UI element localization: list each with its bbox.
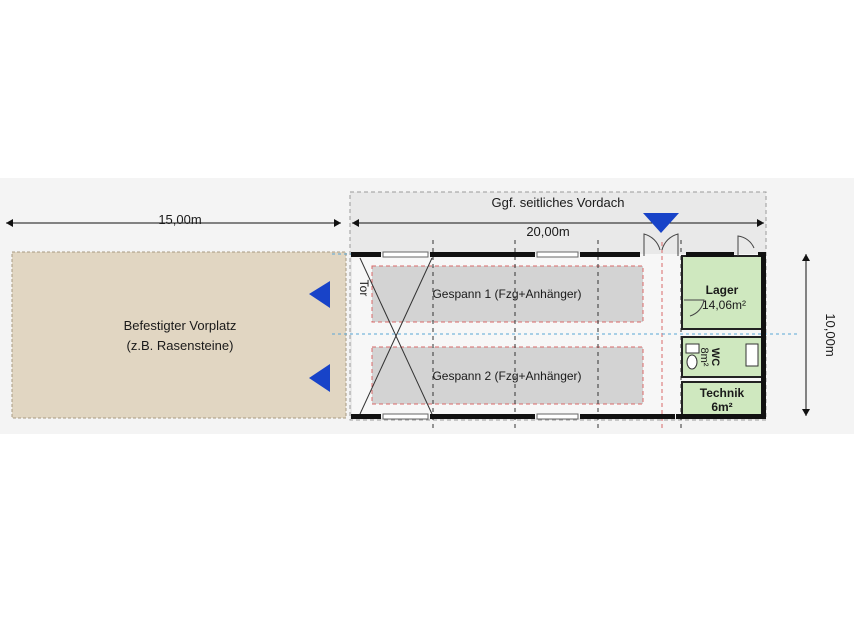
- gate-cross: [359, 257, 433, 415]
- room-technik-name: Technik: [700, 386, 745, 400]
- building-length-dimension: [352, 219, 764, 227]
- forecourt-area: [11, 251, 347, 419]
- room-lager-area: 14,06m²: [702, 298, 746, 312]
- canopy-label: Ggf. seitliches Vordach: [492, 195, 625, 210]
- sink-icon: [745, 343, 759, 367]
- room-lager-name: Lager: [706, 283, 739, 297]
- room-lager: [681, 255, 763, 330]
- building-depth-label: 10,00m: [823, 313, 838, 356]
- entrance-arrow-top: [643, 213, 679, 233]
- forecourt-width-label: 15,00m: [158, 212, 201, 227]
- bay-1-label: Gespann 1 (Fzg+Anhänger): [432, 287, 581, 301]
- forecourt-dimension: [6, 219, 341, 227]
- toilet-icon: [685, 343, 700, 370]
- door-swing-icon: [643, 233, 755, 317]
- room-wc-area: 8m²: [698, 348, 710, 367]
- forecourt-label-line2: (z.B. Rasensteine): [127, 338, 234, 353]
- entrance-arrow-left-1: [309, 281, 330, 308]
- gate-label: Tor: [357, 280, 371, 297]
- room-technik-area: 6m²: [711, 400, 732, 414]
- room-wc-name: WC: [709, 348, 721, 366]
- windows: [382, 251, 579, 420]
- building-length-label: 20,00m: [526, 224, 569, 239]
- bay-2: [371, 346, 644, 405]
- forecourt-label-line1: Befestigter Vorplatz: [124, 318, 237, 333]
- entrance-arrow-left-2: [309, 364, 330, 392]
- bay-2-label: Gespann 2 (Fzg+Anhänger): [432, 369, 581, 383]
- building-depth-dimension: [802, 254, 810, 416]
- exterior-walls: [351, 252, 766, 419]
